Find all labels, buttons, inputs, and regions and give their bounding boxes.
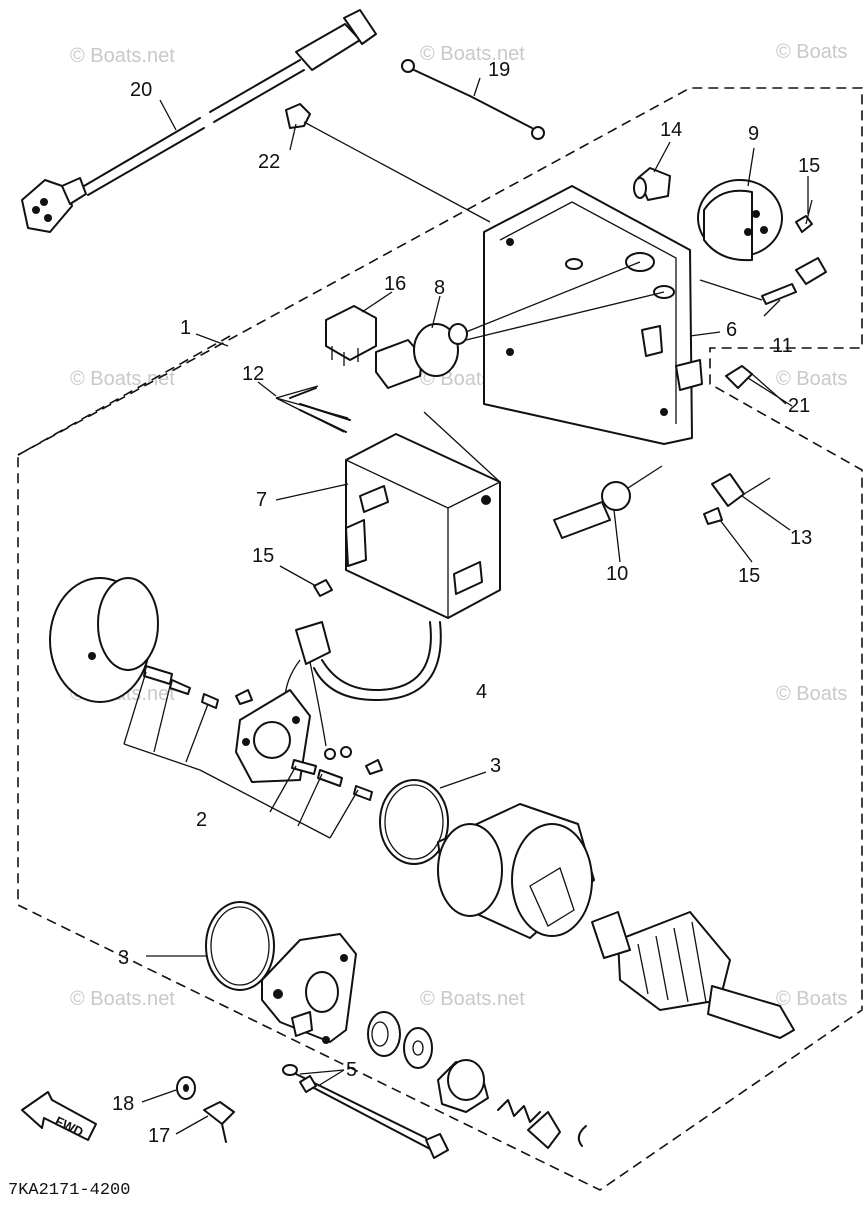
callout-2: 2	[196, 809, 207, 831]
callout-3: 3	[118, 947, 129, 969]
watermark: © Boats	[776, 368, 847, 390]
starter-yoke	[437, 803, 595, 939]
watermark: © Boats.net	[420, 43, 525, 65]
callout-19: 19	[488, 59, 510, 81]
watermark: © Boats.net	[420, 988, 525, 1010]
callout-17: 17	[148, 1125, 170, 1147]
callout-6: 6	[726, 319, 737, 341]
bracket-6	[483, 185, 703, 445]
wire-harness-20	[21, 9, 377, 233]
through-bolt-5	[282, 1064, 449, 1159]
callout-4: 4	[476, 681, 487, 703]
callout-8: 8	[434, 277, 445, 299]
callout-20: 20	[130, 79, 152, 101]
washer-18	[176, 1076, 196, 1100]
bolt-22	[285, 103, 491, 223]
shaft-10	[553, 465, 663, 539]
grommet-14	[633, 167, 671, 201]
terminal-block-16	[325, 305, 377, 366]
stopper	[527, 1111, 587, 1149]
armature	[591, 911, 795, 1039]
clamp-13	[703, 473, 771, 525]
callout-15: 15	[252, 545, 274, 567]
end-cover	[261, 933, 357, 1044]
cover-9	[697, 179, 783, 262]
assembly-boundary	[17, 87, 863, 1191]
watermark: © Boats.net	[70, 368, 175, 390]
callout-5: 5	[346, 1059, 357, 1081]
callout-14: 14	[660, 119, 682, 141]
o-ring-3-lower	[205, 901, 275, 991]
relay-8	[375, 261, 665, 389]
drawing-code: 7KA2171-4200	[8, 1181, 130, 1200]
watermark: © Boats.net	[70, 988, 175, 1010]
spring	[497, 1099, 541, 1123]
leads-12	[275, 385, 351, 433]
flywheel	[49, 577, 159, 703]
wire-harness-4	[284, 621, 442, 747]
callout-12: 12	[242, 363, 264, 385]
cdi-unit-7	[345, 411, 501, 619]
watermark: © Boats	[776, 683, 847, 705]
stator-plate	[235, 689, 311, 783]
watermark: © Boats	[776, 41, 847, 63]
callout-7: 7	[256, 489, 267, 511]
callout-9: 9	[748, 123, 759, 145]
stud-11	[699, 257, 827, 305]
watermark: © Boats	[776, 988, 847, 1010]
callout-10: 10	[606, 563, 628, 585]
callout-3: 3	[490, 755, 501, 777]
callout-18: 18	[112, 1093, 134, 1115]
leader-lines	[141, 77, 809, 1135]
watermark: © Boats.net	[70, 45, 175, 67]
callout-15: 15	[798, 155, 820, 177]
ground-wire-19	[401, 59, 545, 140]
callout-16: 16	[384, 273, 406, 295]
callout-1: 1	[180, 317, 191, 339]
callout-13: 13	[790, 527, 812, 549]
screw-15-top	[795, 199, 813, 233]
pinion-gear	[437, 1059, 489, 1113]
callout-22: 22	[258, 151, 280, 173]
o-ring-3-upper	[379, 779, 449, 865]
screw-15-cdi	[313, 579, 333, 597]
forward-arrow-icon: FWD	[21, 1091, 97, 1141]
callout-11: 11	[772, 335, 793, 357]
pins-2	[123, 665, 383, 839]
callout-15: 15	[738, 565, 760, 587]
callout-21: 21	[788, 395, 810, 417]
callouts: 20 19 22 14 9 15 16 8 6 11 1 12 21 7 13 …	[112, 59, 820, 1147]
bolt-17	[203, 1101, 235, 1143]
washer	[403, 1027, 433, 1069]
bushing	[367, 1011, 401, 1057]
